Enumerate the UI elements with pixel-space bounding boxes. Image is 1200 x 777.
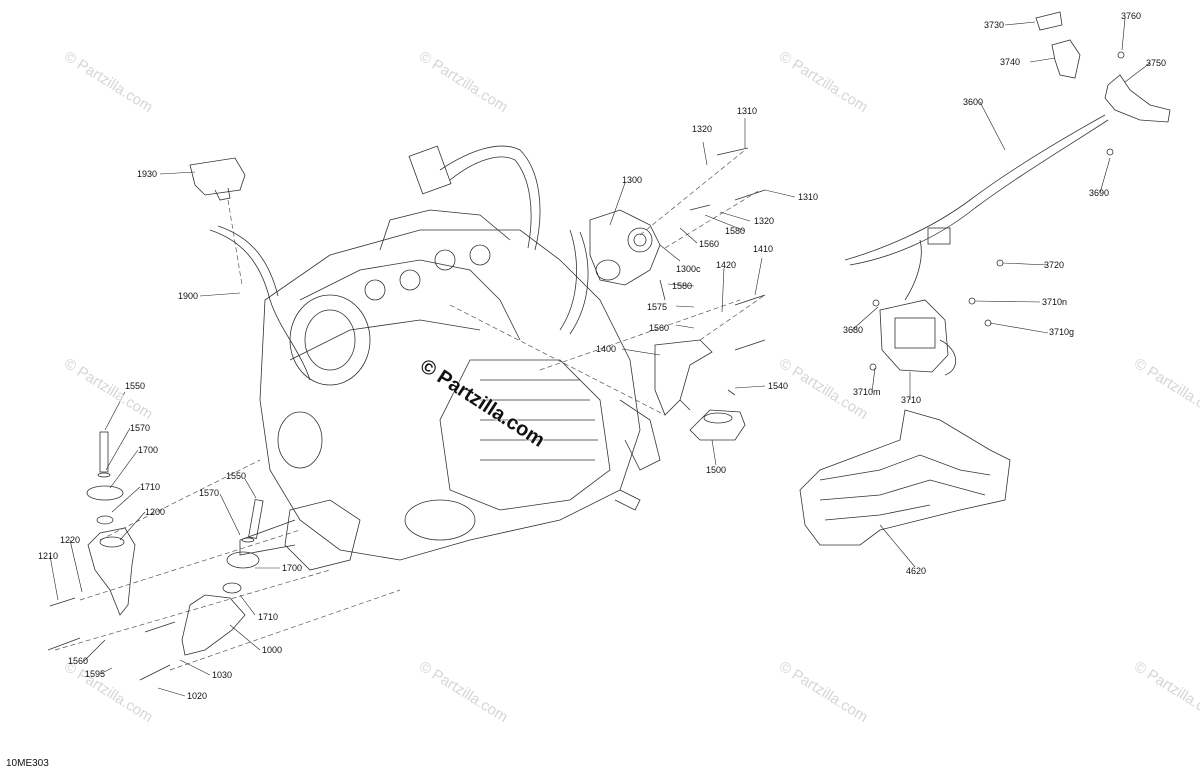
part-label[interactable]: 1560: [649, 323, 670, 333]
part-label[interactable]: 1710: [258, 612, 279, 622]
part-label[interactable]: 3710m: [853, 387, 881, 397]
part-label[interactable]: 1900: [178, 291, 199, 301]
part-label[interactable]: 1420: [716, 260, 737, 270]
part-label[interactable]: 1570: [130, 423, 151, 433]
nuts: [869, 51, 1125, 371]
part-label[interactable]: 1930: [137, 169, 158, 179]
part-label[interactable]: 1400: [596, 344, 617, 354]
part-1300-throttle: [589, 209, 661, 286]
part-label[interactable]: 1575: [647, 302, 668, 312]
part-label[interactable]: 1550: [226, 471, 247, 481]
mount-stack-left: [86, 431, 124, 525]
part-label[interactable]: 1560: [699, 239, 720, 249]
part-label[interactable]: 3690: [1089, 188, 1110, 198]
part-label[interactable]: 1580: [672, 281, 693, 291]
part-1400-bracket: [654, 339, 713, 416]
part-label[interactable]: 3720: [1044, 260, 1065, 270]
part-label[interactable]: 1020: [187, 691, 208, 701]
part-label[interactable]: 1220: [60, 535, 81, 545]
part-label[interactable]: 3750: [1146, 58, 1167, 68]
part-label[interactable]: 1300c: [676, 264, 701, 274]
part-label[interactable]: 3760: [1121, 11, 1142, 21]
part-1500-mount: [689, 409, 746, 441]
part-label[interactable]: 1320: [692, 124, 713, 134]
part-label[interactable]: 1310: [798, 192, 819, 202]
part-label[interactable]: 1300: [622, 175, 643, 185]
part-label[interactable]: 3740: [1000, 57, 1021, 67]
mount-stack-right: [222, 499, 264, 594]
part-1000-bracket: [181, 594, 246, 656]
part-label[interactable]: 1580: [725, 226, 746, 236]
part-label[interactable]: 1200: [145, 507, 166, 517]
part-label[interactable]: 1000: [262, 645, 283, 655]
part-1200-bracket: [87, 527, 136, 616]
part-label[interactable]: 3710n: [1042, 297, 1068, 307]
bolts: [47, 147, 766, 681]
part-4620-housing: [799, 409, 1011, 546]
alignment-lines: [54, 149, 766, 671]
part-label[interactable]: 1540: [768, 381, 789, 391]
part-3740: [1051, 39, 1081, 79]
sensor-1930: [189, 157, 246, 201]
part-label[interactable]: 1560: [68, 656, 89, 666]
part-label[interactable]: 3730: [984, 20, 1005, 30]
part-label[interactable]: 1030: [212, 670, 233, 680]
part-3710-module: [879, 299, 957, 376]
part-label[interactable]: 1570: [199, 488, 220, 498]
part-label[interactable]: 1700: [138, 445, 159, 455]
part-label[interactable]: 4620: [906, 566, 927, 576]
part-3750-pedal: [1104, 74, 1171, 123]
part-label[interactable]: 1550: [125, 381, 146, 391]
part-label[interactable]: 3680: [843, 325, 864, 335]
part-label[interactable]: 1410: [753, 244, 774, 254]
part-label[interactable]: 1210: [38, 551, 59, 561]
part-label[interactable]: 3710: [901, 395, 922, 405]
engine-assembly: [209, 145, 661, 571]
part-label[interactable]: 1710: [140, 482, 161, 492]
part-label[interactable]: 1310: [737, 106, 758, 116]
part-label[interactable]: 1320: [754, 216, 775, 226]
leader-lines: [49, 17, 1151, 697]
part-3730: [1035, 11, 1063, 31]
diagram-code: 10ME303: [6, 758, 49, 769]
part-label[interactable]: 3710g: [1049, 327, 1075, 337]
part-label[interactable]: 1595: [85, 669, 106, 679]
part-label[interactable]: 3600: [963, 97, 984, 107]
cable-3600: [844, 114, 1109, 301]
part-label[interactable]: 1500: [706, 465, 727, 475]
part-label[interactable]: 1700: [282, 563, 303, 573]
